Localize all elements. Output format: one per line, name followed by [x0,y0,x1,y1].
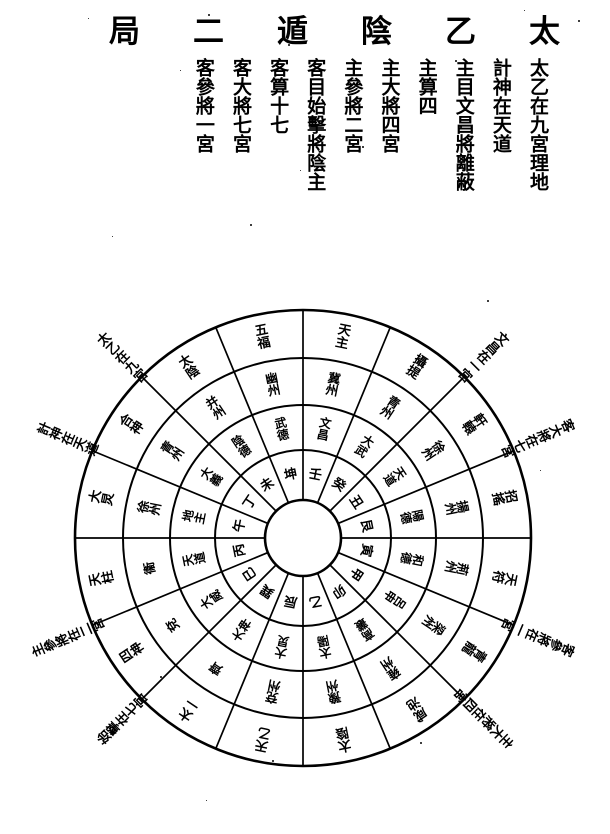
sector-divider [330,377,464,511]
annotation-column: 客大將七宮 [231,58,251,153]
title-char: 太 [529,17,560,48]
annotation-column: 主大將四宮 [379,58,399,153]
annotation-column: 客算十七 [268,58,288,134]
annotation-column: 計神在天道 [491,58,511,153]
annotation-columns: 太乙在九宮理地 計神在天道 主目文昌將離蔽 主算四 主大將四宮 主參將二宮 客目… [0,58,610,258]
annotation-column: 客參將一宮 [194,58,214,153]
sector-divider [318,327,391,503]
wheel-svg [0,268,610,808]
annotation-column: 主算四 [417,58,437,115]
sector-divider [142,565,276,699]
title-char: 陰 [361,17,392,48]
annotation-column: 太乙在九宮理地 [528,58,548,191]
title-char: 二 [193,17,224,48]
annotation-column: 主目文昌將離蔽 [454,58,474,191]
sector-divider [330,565,464,699]
ring-boundary [265,500,341,576]
annotation-column: 客目始擊將陰主 [305,58,325,191]
title-char: 乙 [445,17,476,48]
sector-divider [216,573,289,749]
title-char: 局 [109,17,140,48]
sector-divider [338,553,514,626]
sector-divider [92,451,268,524]
sector-divider [318,573,391,749]
sector-divider [216,327,289,503]
annotation-column: 主參將二宮 [342,58,362,153]
sector-divider [338,451,514,524]
sector-divider [142,377,276,511]
taiyi-wheel: 壬癸丑艮寅甲卯乙辰巽巳丙午丁未坤文昌大武天道陽德和德呂申高叢太陽大炅大神大威天道… [0,268,610,808]
title-char: 遁 [277,17,308,48]
page-title: 太 乙 陰 遁 二 局 [0,8,610,56]
sector-divider [92,553,268,626]
